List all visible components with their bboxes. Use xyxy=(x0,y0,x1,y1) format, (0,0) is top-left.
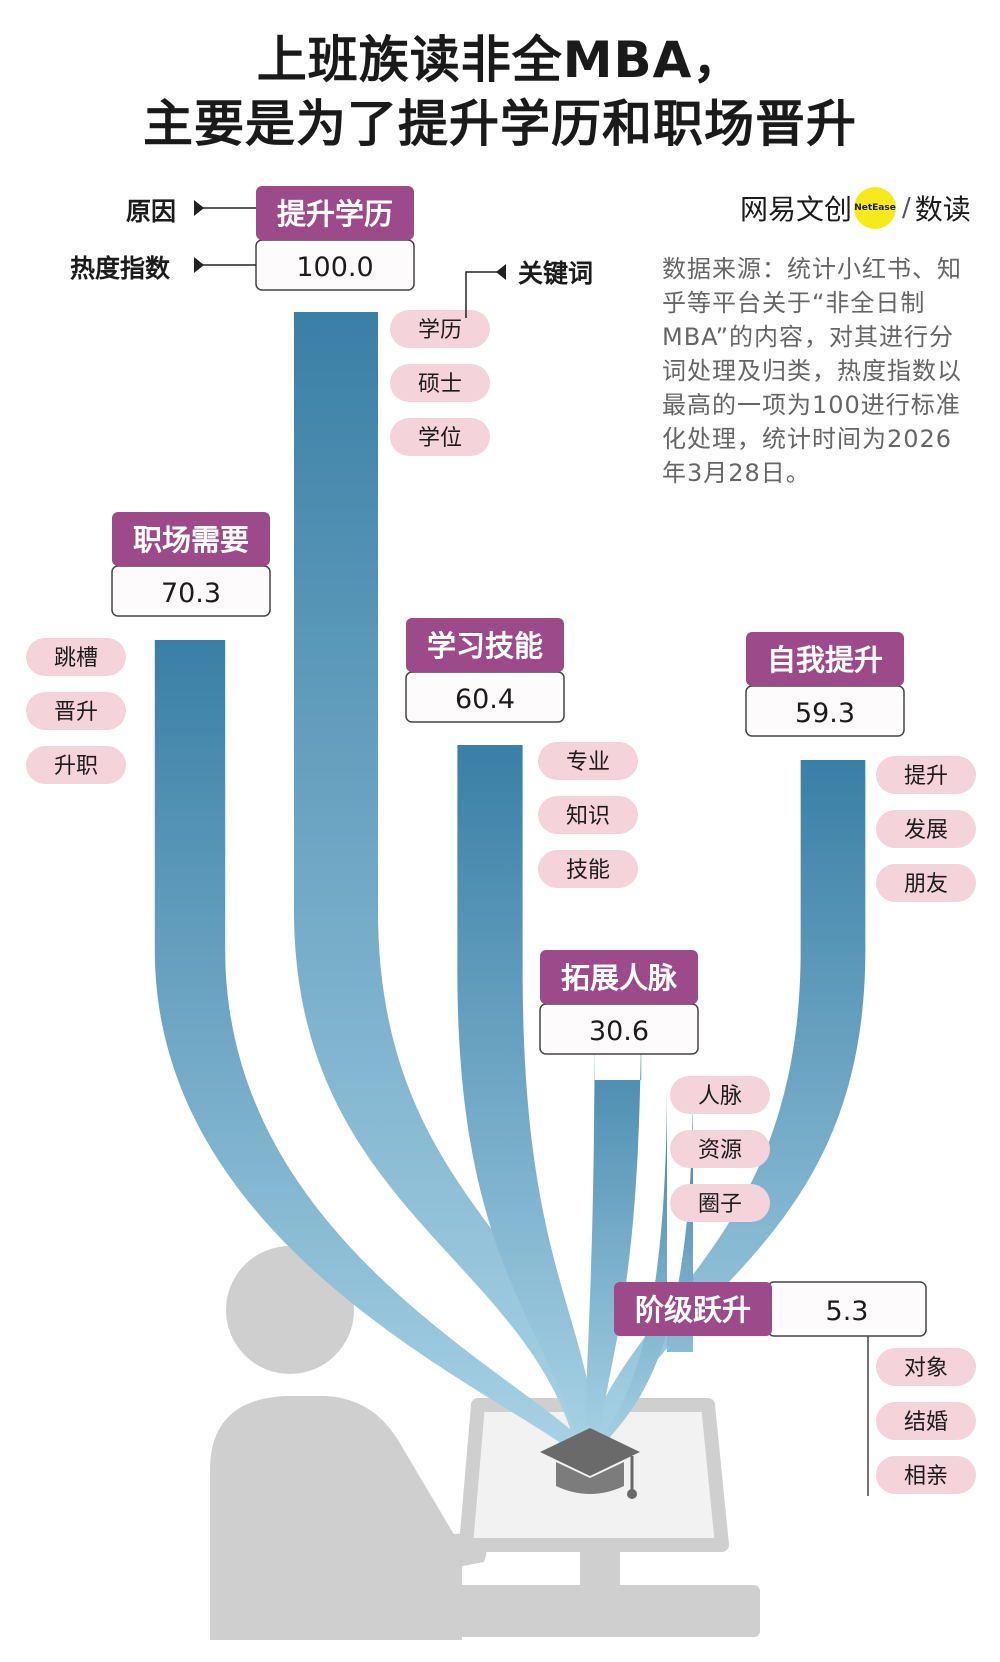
desk xyxy=(372,1585,760,1637)
keyword-label-5-0: 对象 xyxy=(904,1356,948,1381)
keyword-pill-5-1 xyxy=(876,1402,976,1440)
streams xyxy=(154,312,866,1458)
category-label-4: 拓展人脉 xyxy=(561,961,678,995)
keyword-pill-0-0 xyxy=(390,310,490,348)
keyword-label-5-1: 结婚 xyxy=(904,1410,948,1435)
keyword-pill-3-2 xyxy=(876,864,976,902)
keyword-label-4-0: 人脉 xyxy=(698,1084,742,1109)
keyword-pill-4-1 xyxy=(670,1130,770,1168)
stream-2 xyxy=(457,745,599,1458)
value-label-1: 70.3 xyxy=(161,578,221,609)
category-label-0: 提升学历 xyxy=(277,197,393,231)
keyword-label-4-2: 圈子 xyxy=(698,1192,742,1217)
keyword-pill-0-2 xyxy=(390,418,490,456)
stream-4 xyxy=(584,990,642,1458)
value-label-3: 59.3 xyxy=(795,698,855,729)
logo-divider: / xyxy=(902,193,911,223)
logo-badge: NetEase xyxy=(854,187,897,229)
keyword-pill-2-1 xyxy=(538,796,638,834)
category-box-0 xyxy=(256,186,414,240)
keyword-pill-1-2 xyxy=(26,746,126,784)
keyword-pill-2-2 xyxy=(538,850,638,888)
chart-title-line1: 上班族读非全MBA， xyxy=(256,31,744,89)
value-label-2: 60.4 xyxy=(455,684,515,715)
category-box-1 xyxy=(112,512,270,566)
legend-reason-label: 原因 xyxy=(126,197,177,226)
logo: 网易文创 NetEase / 数读 xyxy=(740,187,971,229)
person-body xyxy=(210,1396,462,1640)
keyword-label-4-1: 资源 xyxy=(698,1138,742,1163)
category-label-1: 职场需要 xyxy=(133,523,249,557)
person-at-computer-illustration xyxy=(210,1246,760,1640)
category-box-5 xyxy=(614,1282,772,1336)
monitor-stand xyxy=(580,1545,620,1585)
legend-keywords-label: 关键词 xyxy=(518,259,594,288)
legend-index-label: 热度指数 xyxy=(70,254,171,283)
keyword-label-0-2: 学位 xyxy=(418,426,462,451)
category-box-3 xyxy=(746,632,904,686)
legend-reason-arrow xyxy=(194,200,204,216)
category-label-3: 自我提升 xyxy=(767,643,883,677)
keyword-label-1-2: 升职 xyxy=(54,754,98,779)
keyword-pill-4-2 xyxy=(670,1184,770,1222)
keyword-label-3-2: 朋友 xyxy=(904,872,948,897)
keyword-pill-4-0 xyxy=(670,1076,770,1114)
stream-3 xyxy=(581,760,866,1458)
category-box-4 xyxy=(540,950,698,1004)
cap-board xyxy=(540,1428,640,1476)
chart-title-line2: 主要是为了提升学历和职场晋升 xyxy=(143,95,857,153)
legend-index-arrow xyxy=(194,257,204,273)
cap-base xyxy=(556,1462,624,1494)
keyword-pill-5-0 xyxy=(876,1348,976,1386)
category-box-2 xyxy=(406,618,564,672)
keyword-pill-5-2 xyxy=(876,1456,976,1494)
stream-0 xyxy=(294,312,602,1458)
keyword-label-0-0: 学历 xyxy=(418,318,462,343)
legend-keywords-line xyxy=(465,271,500,318)
keyword-label-2-1: 知识 xyxy=(566,804,610,829)
value-label-5: 5.3 xyxy=(826,1296,869,1327)
keyword-pill-0-1 xyxy=(390,364,490,402)
stream-1 xyxy=(154,640,600,1458)
category-label-5: 阶级跃升 xyxy=(635,1293,751,1327)
keyword-label-3-0: 提升 xyxy=(904,764,948,789)
logo-brand: 网易文创 xyxy=(740,193,853,226)
keyword-label-5-2: 相亲 xyxy=(904,1464,948,1489)
keyword-label-0-1: 硕士 xyxy=(418,372,462,397)
stream-5 xyxy=(586,1080,693,1458)
keyword-label-2-2: 技能 xyxy=(566,858,610,883)
cap-tassel-end xyxy=(627,1489,637,1499)
keyword-label-1-1: 晋升 xyxy=(54,700,98,725)
keyword-pill-1-1 xyxy=(26,692,126,730)
keyword-label-1-0: 跳槽 xyxy=(54,646,98,671)
graduation-cap-icon xyxy=(540,1428,640,1499)
value-label-0: 100.0 xyxy=(296,252,373,283)
keyword-pill-3-0 xyxy=(876,756,976,794)
value-label-4: 30.6 xyxy=(589,1016,649,1047)
source-note: 数据来源：统计小红书、知乎等平台关于“非全日制MBA”的内容，对其进行分词处理及… xyxy=(662,255,962,487)
keyword-pill-3-1 xyxy=(876,810,976,848)
category-label-2: 学习技能 xyxy=(427,629,543,663)
keyword-pill-2-0 xyxy=(538,742,638,780)
keyword-label-2-0: 专业 xyxy=(566,750,610,775)
person-arm xyxy=(330,1470,487,1578)
person-head xyxy=(226,1246,354,1374)
keyword-label-3-1: 发展 xyxy=(904,818,948,843)
legend-keywords-arrow xyxy=(496,264,506,280)
logo-column: 数读 xyxy=(914,193,971,226)
keyword-pill-1-0 xyxy=(26,638,126,676)
